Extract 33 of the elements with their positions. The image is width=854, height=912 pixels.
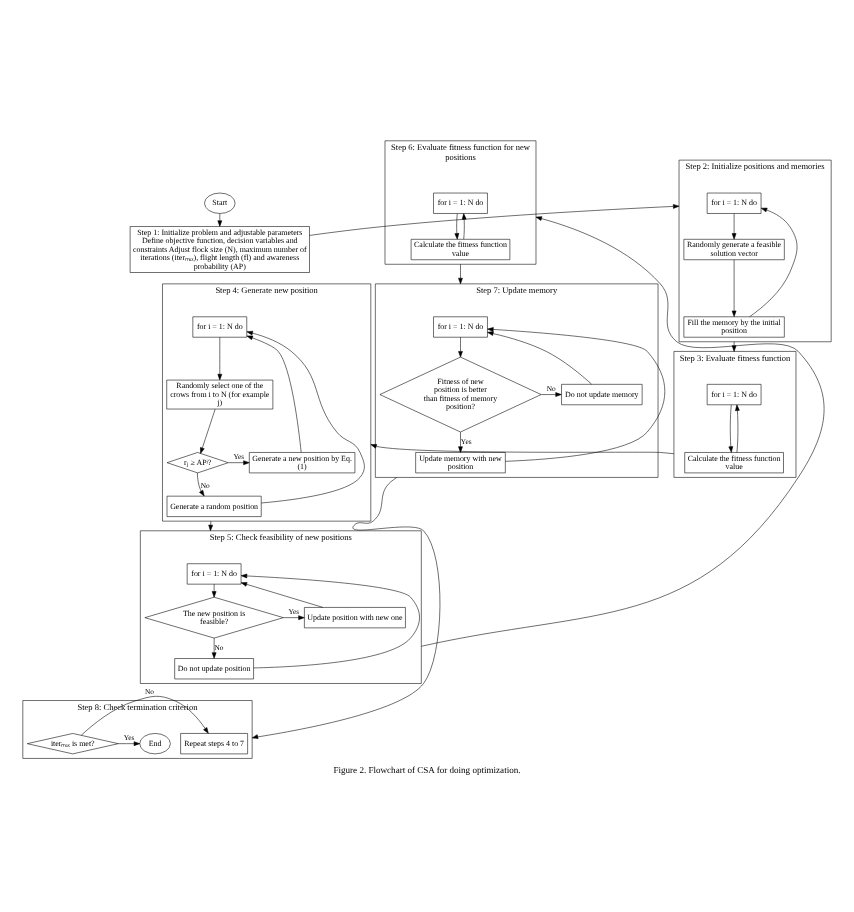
arrow (251, 476, 441, 738)
arrow (541, 391, 562, 396)
arrow (81, 695, 209, 735)
arrow (240, 572, 420, 668)
arrow (487, 330, 592, 384)
arrow (421, 215, 825, 646)
arrow (246, 329, 365, 503)
arrow (217, 212, 223, 226)
arrow (208, 519, 213, 531)
arrow (731, 258, 737, 316)
arrow (118, 740, 141, 745)
arrow (454, 212, 460, 239)
arrow (749, 206, 798, 316)
arrow (200, 407, 216, 453)
arrow (211, 582, 217, 597)
arrow (735, 403, 740, 452)
arrow (487, 326, 666, 461)
arrow (731, 340, 737, 351)
arrow (731, 212, 737, 239)
arrow (728, 403, 734, 452)
arrow (211, 636, 217, 658)
arrow (240, 581, 324, 607)
arrow (228, 459, 250, 464)
arrow (283, 614, 305, 619)
arrow (309, 203, 680, 235)
arrow (370, 443, 675, 453)
arrow (461, 212, 467, 239)
arrow (458, 430, 463, 452)
arrow (197, 471, 205, 496)
arrow (217, 335, 223, 380)
arrow (458, 263, 463, 284)
arrow (246, 334, 302, 452)
arrow (458, 335, 463, 357)
